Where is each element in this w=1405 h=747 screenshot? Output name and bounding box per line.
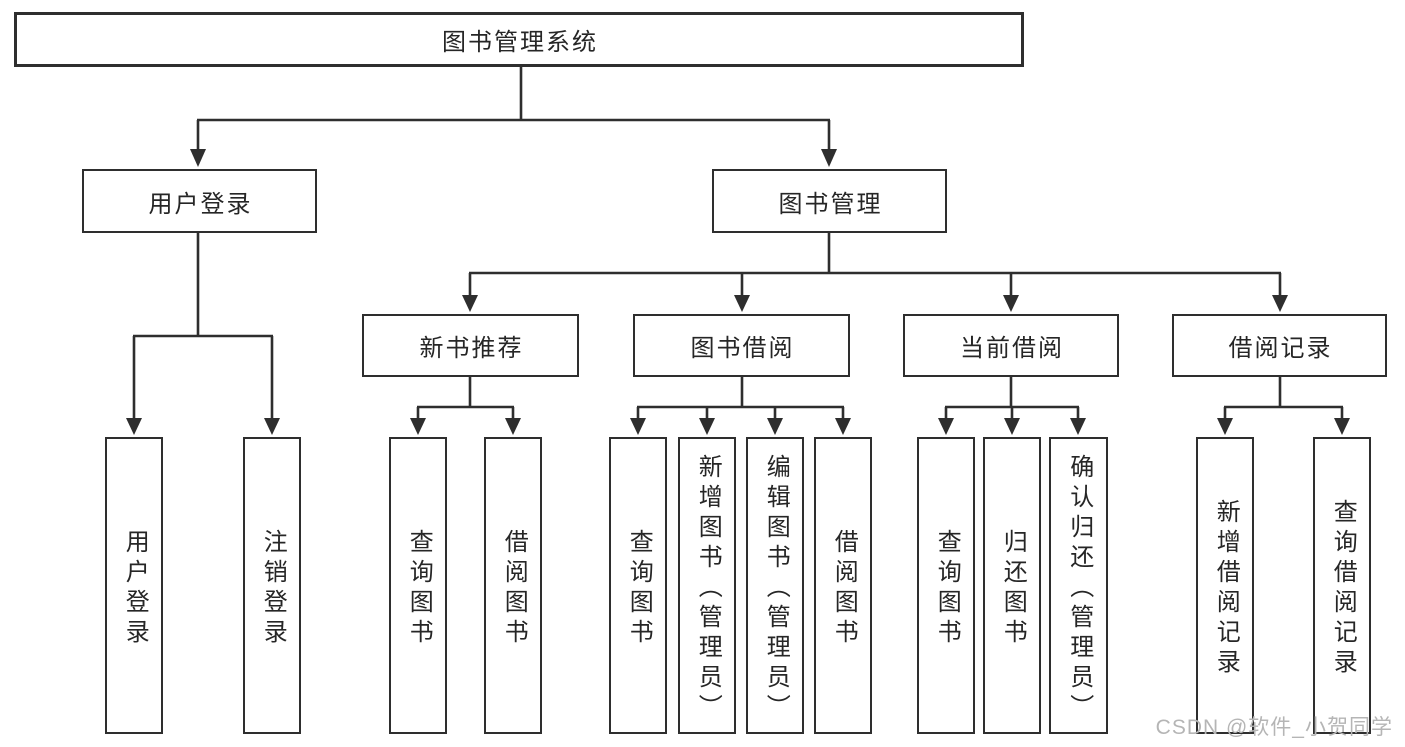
csdn-watermark: CSDN @软件_小贺同学 xyxy=(1155,716,1393,739)
node-label: 新书推荐 xyxy=(419,335,524,362)
leaf-return-books: 归还图书 xyxy=(983,437,1041,734)
node-label: 新增图书（管理员） xyxy=(694,453,722,724)
leaf-borrow-books-2: 借阅图书 xyxy=(814,437,872,734)
node-new-book-recommendation: 新书推荐 xyxy=(362,314,579,377)
node-label: 借阅记录 xyxy=(1228,335,1333,362)
node-label: 归还图书 xyxy=(999,528,1027,649)
node-label: 注销登录 xyxy=(259,528,287,649)
leaf-logout: 注销登录 xyxy=(243,437,301,734)
node-label: 查询借阅记录 xyxy=(1329,498,1357,679)
node-library-management-system: 图书管理系统 xyxy=(14,12,1024,67)
leaf-query-books-2: 查询图书 xyxy=(609,437,667,734)
node-label: 查询图书 xyxy=(405,528,433,649)
node-label: 新增借阅记录 xyxy=(1212,498,1240,679)
arrowheads xyxy=(126,149,1350,435)
leaf-edit-books-admin: 编辑图书（管理员） xyxy=(746,437,804,734)
leaf-user-login: 用户登录 xyxy=(105,437,163,734)
node-label: 当前借阅 xyxy=(960,335,1064,362)
node-current-borrowing: 当前借阅 xyxy=(903,314,1119,377)
node-label: 查询图书 xyxy=(625,528,653,649)
node-label: 图书管理系统 xyxy=(442,29,598,56)
node-label: 编辑图书（管理员） xyxy=(762,453,790,724)
leaf-query-borrow-record: 查询借阅记录 xyxy=(1313,437,1371,734)
leaf-confirm-return-admin: 确认归还（管理员） xyxy=(1049,437,1108,734)
node-label: 用户登录 xyxy=(121,528,149,649)
node-label: 借阅图书 xyxy=(830,528,858,649)
node-user-login-branch: 用户登录 xyxy=(82,169,317,233)
leaf-query-books-1: 查询图书 xyxy=(389,437,447,734)
node-label: 确认归还（管理员） xyxy=(1065,453,1093,724)
node-label: 图书借阅 xyxy=(690,335,795,362)
node-label: 查询图书 xyxy=(933,528,961,649)
node-borrowing-records: 借阅记录 xyxy=(1172,314,1387,377)
leaf-borrow-books-1: 借阅图书 xyxy=(484,437,542,734)
node-book-management-branch: 图书管理 xyxy=(712,169,947,233)
node-label: 用户登录 xyxy=(148,190,253,218)
leaf-query-books-3: 查询图书 xyxy=(917,437,975,734)
node-book-borrowing: 图书借阅 xyxy=(633,314,850,377)
leaf-add-borrow-record: 新增借阅记录 xyxy=(1196,437,1254,734)
node-label: 借阅图书 xyxy=(500,528,528,649)
leaf-add-books-admin: 新增图书（管理员） xyxy=(678,437,736,734)
node-label: 图书管理 xyxy=(778,190,883,218)
